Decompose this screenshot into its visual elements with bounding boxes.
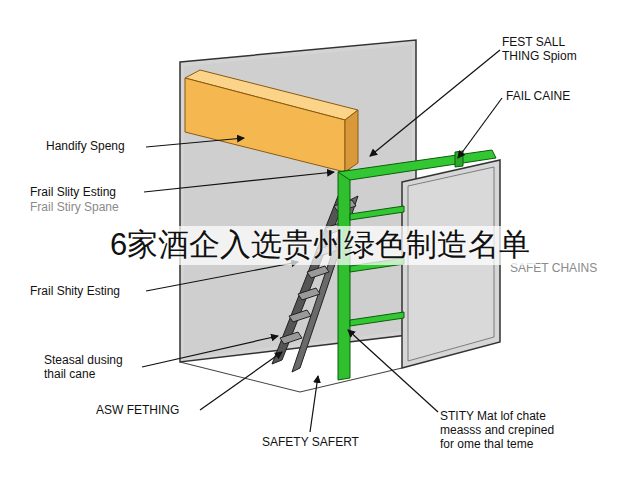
callout-label: Frail Shity Esting	[30, 285, 150, 299]
callout-label: Frail Slity Esting	[30, 186, 150, 200]
caption-overlay: 6家酒企入选贵州绿色制造名单	[104, 226, 536, 265]
callout-label: FAIL CAINE	[506, 90, 596, 104]
callout-label: Steasal dusing thail cane	[44, 354, 144, 382]
back-wall	[180, 40, 416, 362]
callout-label: Handify Speng	[46, 140, 146, 154]
beam	[185, 78, 345, 172]
callout-label: Frail Stiry Spane	[30, 201, 150, 215]
callout-label: FEST SALL THING Spiom	[502, 36, 602, 64]
safety-rail	[338, 150, 496, 380]
callout-label: ASW FETHING	[96, 404, 206, 418]
callout-label: SAFETY SAFERT	[262, 436, 382, 450]
callout-label: STITY Mat lof chate measss and crepined …	[440, 410, 570, 451]
